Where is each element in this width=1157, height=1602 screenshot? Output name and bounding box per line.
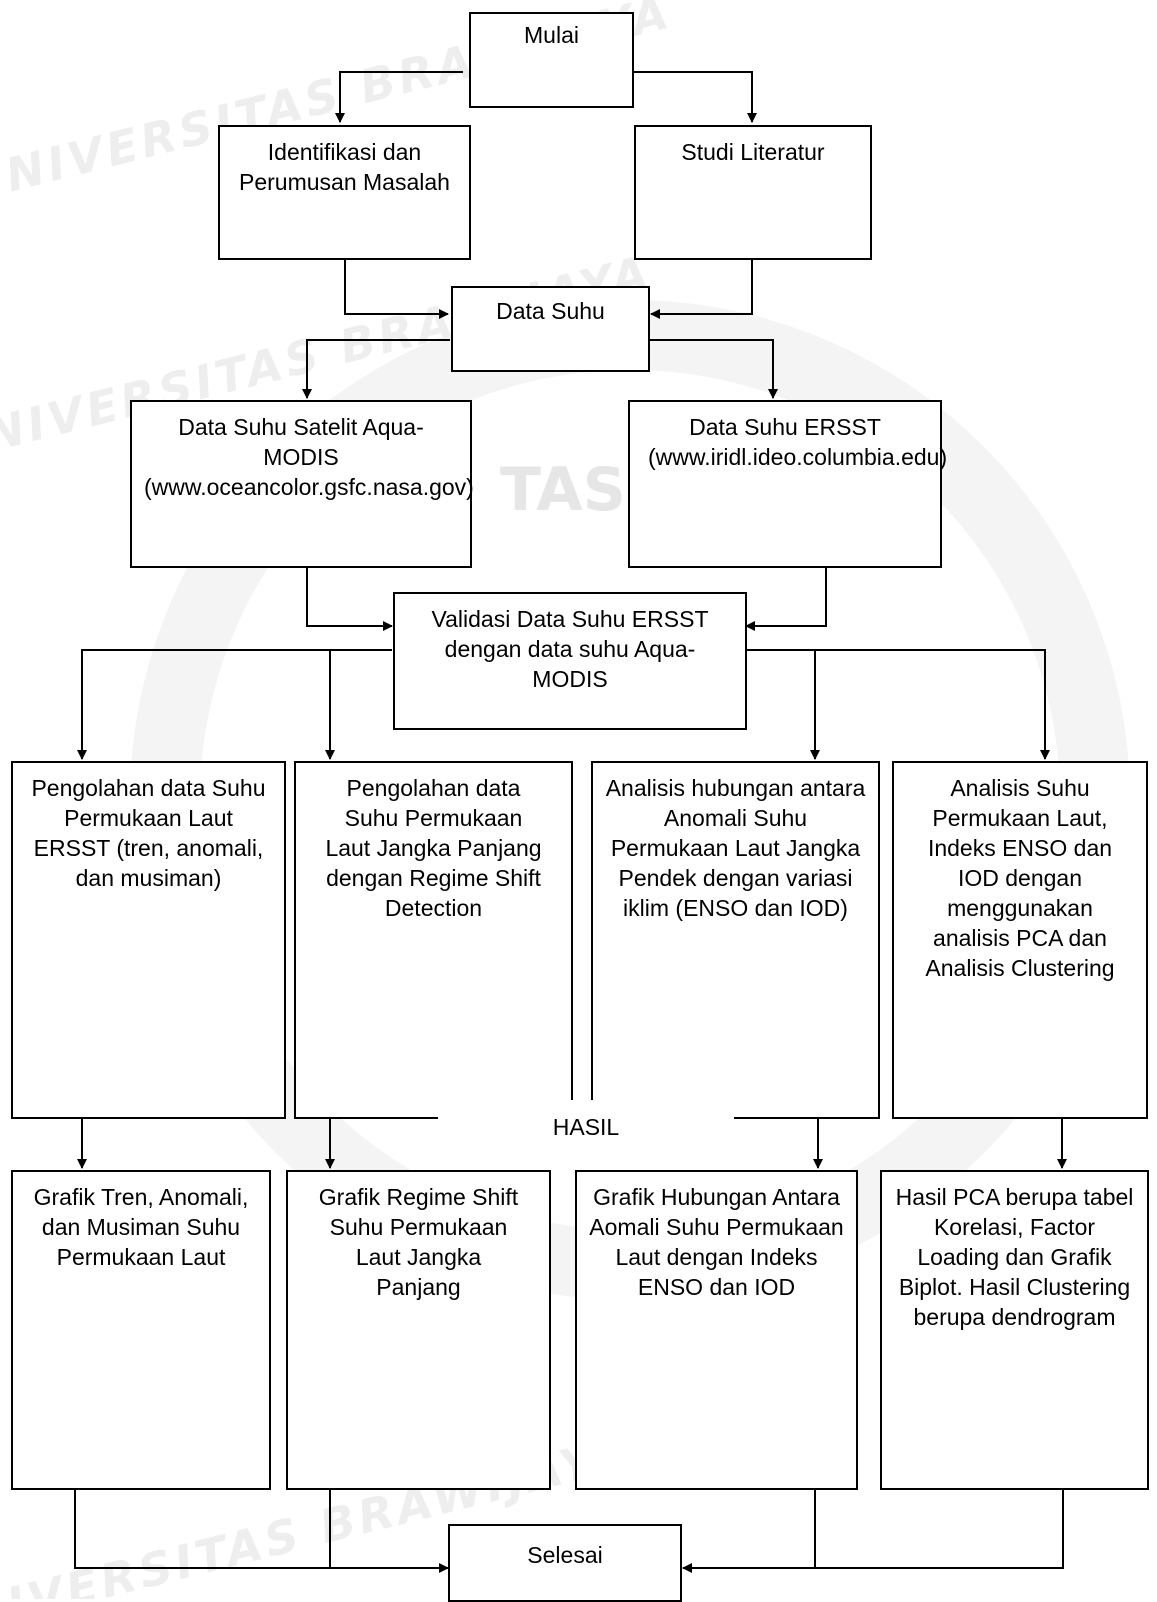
node-data-suhu-label: Data Suhu — [496, 298, 605, 324]
node-proc-tren-label: Pengolahan data Suhu Permukaan Laut ERSS… — [31, 775, 266, 891]
node-out-grafik-tren-label: Grafik Tren, Anomali, dan Musiman Suhu P… — [33, 1184, 249, 1270]
node-proc-regime-shift: Pengolahan data Suhu Permukaan Laut Jang… — [294, 761, 573, 1119]
connector-mulai-identifikasi — [335, 71, 463, 123]
node-proc-anomali-label: Analisis hubungan antara Anomali Suhu Pe… — [605, 775, 866, 921]
node-out-grafik-regime-label: Grafik Regime Shift Suhu Permukaan Laut … — [318, 1184, 519, 1300]
node-data-suhu: Data Suhu — [451, 286, 650, 372]
node-studi-literatur: Studi Literatur — [634, 125, 872, 260]
connector-ersst-validasi — [745, 566, 827, 631]
connector-out3-selesai — [682, 1488, 816, 1573]
connector-datasuhu-ersst — [650, 339, 778, 399]
node-mulai: Mulai — [469, 12, 634, 108]
node-out-grafik-hubungan: Grafik Hubungan Antara Aomali Suhu Permu… — [575, 1170, 858, 1490]
hasil-label: HASIL — [552, 1114, 620, 1140]
node-proc-regime-shift-label: Pengolahan data Suhu Permukaan Laut Jang… — [325, 775, 542, 921]
connector-studi-datasuhu — [650, 255, 753, 319]
node-aqua-modis-label: Data Suhu Satelit Aqua-MODIS (www.oceanc… — [144, 414, 474, 500]
node-validasi: Validasi Data Suhu ERSST dengan data suh… — [393, 592, 747, 730]
connector-aqua-validasi — [306, 566, 393, 631]
connector-validasi-proc3 — [746, 649, 820, 760]
node-out-hasil-pca-label: Hasil PCA berupa tabel Korelasi, Factor … — [895, 1184, 1134, 1330]
node-studi-literatur-label: Studi Literatur — [681, 139, 825, 165]
node-proc-pca-label: Analisis Suhu Permukaan Laut, Indeks ENS… — [925, 775, 1115, 981]
node-proc-pca: Analisis Suhu Permukaan Laut, Indeks ENS… — [892, 761, 1148, 1119]
node-out-grafik-hubungan-label: Grafik Hubungan Antara Aomali Suhu Permu… — [589, 1184, 844, 1300]
node-out-hasil-pca: Hasil PCA berupa tabel Korelasi, Factor … — [880, 1170, 1149, 1490]
node-proc-anomali: Analisis hubungan antara Anomali Suhu Pe… — [591, 761, 880, 1119]
node-aqua-modis: Data Suhu Satelit Aqua-MODIS (www.oceanc… — [130, 400, 474, 568]
node-selesai-label: Selesai — [527, 1542, 603, 1568]
connector-datasuhu-aqua — [302, 339, 450, 399]
connector-validasi-proc4 — [815, 649, 1050, 760]
node-proc-tren: Pengolahan data Suhu Permukaan Laut ERSS… — [11, 761, 286, 1119]
node-out-grafik-tren: Grafik Tren, Anomali, dan Musiman Suhu P… — [11, 1170, 271, 1490]
hasil-label-area: HASIL — [438, 1100, 734, 1140]
node-identifikasi: Identifikasi dan Perumusan Masalah — [218, 125, 471, 260]
node-mulai-label: Mulai — [524, 22, 579, 48]
connector-out4-selesai — [815, 1488, 1064, 1569]
connector-validasi-proc1 — [77, 649, 392, 760]
node-selesai: Selesai — [448, 1524, 682, 1602]
connector-out1-selesai — [74, 1488, 449, 1573]
node-out-grafik-regime: Grafik Regime Shift Suhu Permukaan Laut … — [286, 1170, 551, 1490]
node-identifikasi-label: Identifikasi dan Perumusan Masalah — [239, 139, 450, 195]
node-ersst-label: Data Suhu ERSST (www.iridl.ideo.columbia… — [648, 414, 948, 470]
connector-identifikasi-datasuhu — [344, 255, 449, 319]
connector-mulai-studi — [622, 71, 757, 123]
node-validasi-label: Validasi Data Suhu ERSST dengan data suh… — [431, 606, 709, 692]
node-ersst: Data Suhu ERSST (www.iridl.ideo.columbia… — [628, 400, 948, 568]
